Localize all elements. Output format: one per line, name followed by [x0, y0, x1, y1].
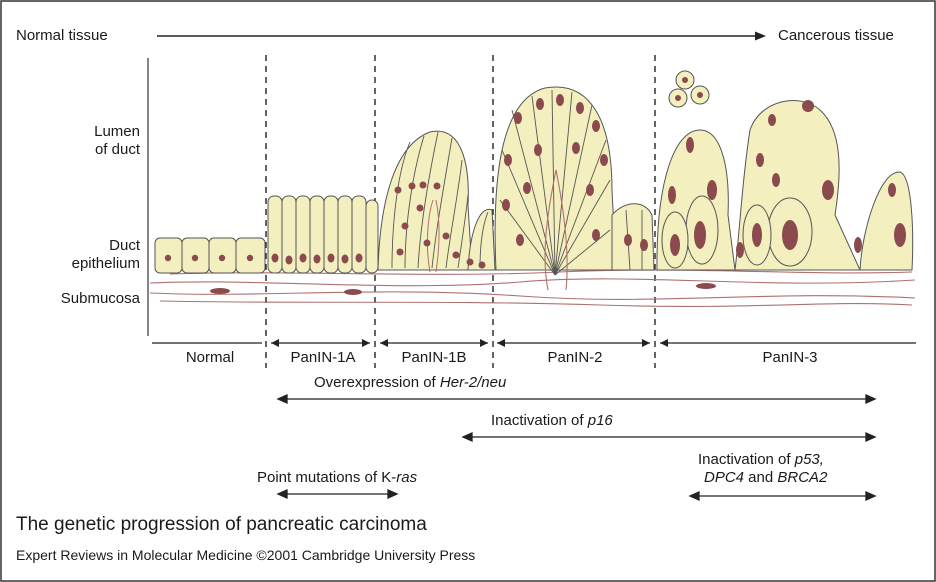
lumen-label-line2: of duct: [40, 141, 140, 159]
lumen-label-line1: Lumen: [40, 123, 140, 141]
stage-panin-1b-label: PanIN-1B: [385, 349, 483, 367]
kras-gene-name: ras: [396, 469, 417, 486]
p16-span-arrow: [463, 433, 875, 441]
normal-epithelium: [155, 238, 265, 273]
her2-span-arrow: [278, 395, 875, 403]
p53-label-mid: and: [744, 469, 777, 486]
her2-label-prefix: Overexpression of: [314, 374, 440, 391]
kras-label: Point mutations of K-ras: [257, 469, 417, 487]
lumen-label: Lumen of duct: [40, 123, 140, 159]
cancerous-tissue-label: Cancerous tissue: [778, 27, 894, 45]
panin-1a-epithelium: [268, 196, 378, 273]
p53-label: Inactivation of p53, DPC4 and BRCA2: [698, 451, 827, 487]
p16-gene-name: p16: [588, 412, 613, 429]
epithelium-label-line1: Duct: [40, 237, 140, 255]
kras-label-prefix: Point mutations of K-: [257, 469, 396, 486]
panin-1b-epithelium: [378, 131, 495, 272]
stage-panin-2-label: PanIN-2: [520, 349, 630, 367]
epithelium-label: Duct epithelium: [40, 237, 140, 273]
submucosa-label: Submucosa: [20, 290, 140, 308]
panin-3-epithelium: [657, 71, 913, 270]
p53-span-arrow: [690, 492, 875, 500]
brca2-gene-name: BRCA2: [777, 469, 827, 486]
her2-label: Overexpression of Her-2/neu: [314, 374, 506, 392]
p53-gene-name: p53,: [795, 451, 824, 468]
p16-label: Inactivation of p16: [491, 412, 613, 430]
panin-2-epithelium: [495, 87, 654, 290]
figure-title: The genetic progression of pancreatic ca…: [16, 514, 427, 536]
her2-gene-name: Her-2/neu: [440, 374, 506, 391]
progression-arrow: [157, 32, 766, 41]
submucosa-stroma: [150, 270, 915, 306]
stage-panin-1a-label: PanIN-1A: [276, 349, 370, 367]
p16-label-prefix: Inactivation of: [491, 412, 588, 429]
stage-panin-3-label: PanIN-3: [735, 349, 845, 367]
normal-tissue-label: Normal tissue: [16, 27, 108, 45]
p53-label-line2: DPC4 and BRCA2: [704, 469, 827, 487]
kras-span-arrow: [278, 490, 397, 498]
dpc4-gene-name: DPC4: [704, 469, 744, 486]
p53-label-prefix: Inactivation of: [698, 451, 795, 468]
epithelium-label-line2: epithelium: [40, 255, 140, 273]
p53-label-line1: Inactivation of p53,: [698, 451, 827, 469]
stage-normal-label: Normal: [175, 349, 245, 367]
figure-credit: Expert Reviews in Molecular Medicine ©20…: [16, 547, 475, 563]
